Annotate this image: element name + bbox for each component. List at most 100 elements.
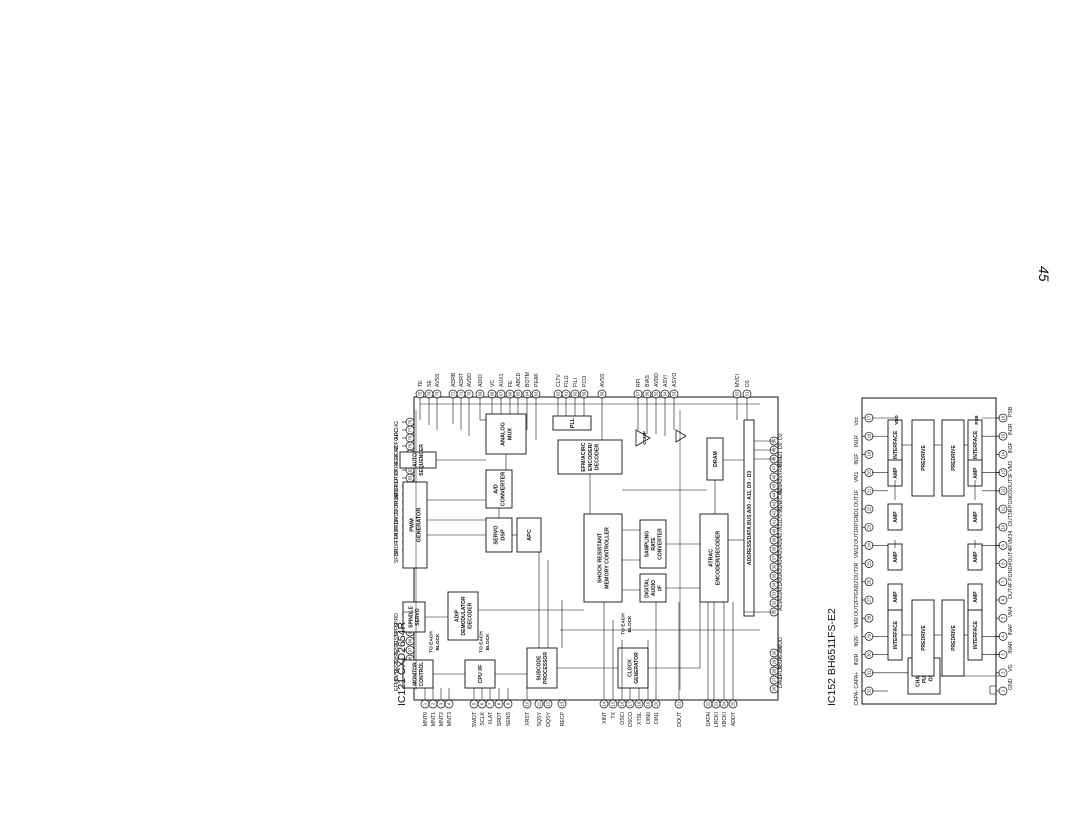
right-pin-43-circle [769, 499, 779, 509]
right-pin-28-number: 28 [772, 668, 777, 673]
top-pin-label-FILI: FILI [573, 378, 579, 387]
amp-4f-block [967, 583, 983, 611]
right-pin-41-number: 41 [772, 519, 777, 524]
ic152-right-pin-5-number: 5 [1001, 616, 1006, 619]
bottom-pin-label-XBCKI: XBCKI [722, 712, 728, 728]
ic152-left-pin-20-number: 20 [867, 470, 872, 475]
address-bus-block [743, 419, 755, 617]
ic152-right-pin-label-OUT3F: OUT3F [1008, 473, 1014, 490]
efm-decoder-label: ENCODER/ [588, 442, 594, 470]
monitor-control-label: MONITOR [413, 662, 419, 686]
servo-dsp-label: SERVO [493, 525, 499, 545]
top-pin-label-SE: SE [427, 380, 433, 387]
top-pin-71-number: 71 [459, 391, 464, 396]
left-pin-96-number: 96 [408, 638, 413, 643]
top-pin-54-number: 54 [663, 391, 668, 396]
ic152-right-pin-13-number: 13 [1001, 470, 1006, 475]
bottom-pin-16-number: 16 [620, 701, 625, 706]
left-pin-label-TEST0: TEST0 [394, 631, 400, 647]
top-pin-53-number: 53 [672, 391, 677, 396]
ic152-right-pin-label-GND: GND [1008, 678, 1014, 690]
right-pin-label-XCAS: XCAS [778, 488, 784, 503]
interface-2-label: INTERFACE [893, 620, 899, 649]
ic152-right-pin-1-number: 1 [1001, 689, 1006, 692]
right-pin-26-number: 26 [772, 686, 777, 691]
ic152-right-pin-label-OUT4R: OUT4R [1008, 545, 1014, 563]
right-pin-33-circle [769, 589, 779, 599]
interface-3-label: INTERFACE [973, 430, 979, 459]
right-pin-39-circle [769, 535, 779, 545]
top-pin-label-ADRT: ADRT [459, 372, 465, 387]
ic152-left-pin-18-number: 18 [867, 433, 872, 438]
bottom-pin-9-number: 9 [506, 702, 511, 705]
right-pin-label-DVSS: DVSS [778, 506, 784, 521]
right-pin-label-A03: A03 [778, 602, 784, 611]
predrive-1-label: PREDRIVE [921, 445, 927, 471]
right-pin-label-A04: A04 [778, 557, 784, 566]
top-pin-label-RFI: RFI [636, 379, 642, 387]
top-pin-label-BIAS: BIAS [645, 375, 651, 387]
ic152-right-pin-label-VG: VG [1008, 664, 1014, 672]
bottom-pin-label-SCLK: SCLK [480, 711, 486, 725]
top-pin-52-number: 52 [735, 391, 740, 396]
bottom-pin-label-TX: TX [611, 711, 617, 718]
analog-mux-label: ANALOG [500, 422, 506, 446]
right-pin-label-XOE: XOE [778, 501, 784, 512]
sampling-rate-label: RATE [651, 537, 657, 551]
apc-label: APC [527, 529, 533, 541]
ic152-left-pin-label-CAPA-: CAPA- [854, 690, 860, 706]
top-pin-68-number: 68 [490, 391, 495, 396]
ic152-right-pin-4-number: 4 [1001, 635, 1006, 638]
right-pin-label-A00: A00 [778, 575, 784, 584]
right-pin-37-circle [769, 553, 779, 563]
ic152-left-pin-label-OUT1R: OUT1R [854, 526, 860, 544]
ic152-left-pin-17-number: 17 [867, 415, 872, 420]
comp-triangle [635, 429, 651, 447]
top-pin-label-FE: FE [508, 380, 514, 387]
ic152-right-pin-label-OUT4F: OUT4F [1008, 582, 1014, 599]
ic152-right-pin-11-number: 11 [1001, 506, 1006, 511]
ic152-right-pin-label-VM4: VM4 [1008, 606, 1014, 617]
ic152-left-pin-32-number: 32 [867, 688, 872, 693]
right-pin-28-circle [769, 666, 779, 676]
vdd-small-label: VDD [894, 415, 899, 425]
page-number: 45 [1036, 266, 1052, 282]
shock-memory-label: MEMORY CONTROLLER [604, 527, 610, 589]
ic152-right-pin-16-number: 16 [1001, 415, 1006, 420]
monitor-control-label: CONTROL [419, 662, 425, 687]
efm-decoder-label: EFM/ACIRC [581, 442, 587, 472]
ic152-right-pin-label-VM34: VM34 [1008, 531, 1014, 545]
left-pin-label-FS4: FS4 [394, 533, 400, 543]
auto-sequencer-label: SEQUENCER [419, 444, 425, 476]
left-pin-76-number: 76 [408, 419, 413, 424]
predrive-3-label: PREDRIVE [951, 445, 957, 471]
left-pin-77-number: 77 [408, 427, 413, 432]
left-pin-label-APC: APC [394, 429, 400, 440]
top-pin-label-FILO: FILO [564, 375, 570, 387]
comp-label: COMP [642, 431, 647, 445]
subcode-block [526, 647, 558, 689]
top-pin-label-AVSS: AVSS [435, 373, 441, 387]
right-pin-label-LRCK: LRCK [778, 665, 784, 679]
right-pin-45-number: 45 [772, 483, 777, 488]
bottom-pin-23-number: 23 [714, 701, 719, 706]
left-pin-label-TEST2: TEST2 [394, 649, 400, 665]
top-pin-64-number: 64 [525, 391, 530, 396]
ic121-diagram: 75TE74SE73AVSS72ADRB71ADRT70AVDD69ADIO68… [394, 372, 784, 728]
pwm-generator-block [402, 481, 428, 569]
top-pin-label-D3: D3 [745, 380, 751, 387]
top-pin-62-number: 62 [556, 391, 561, 396]
right-pin-label-D0: D0 [778, 442, 784, 449]
ic152-right-pin-label-PSB: PSB [1008, 406, 1014, 417]
left-pin-label-TEST3: TEST3 [394, 658, 400, 674]
ic152-left-pin-label-IN2R: IN2R [854, 653, 860, 665]
bottom-pin-label-OSCI: OSCI [620, 712, 626, 725]
bottom-pin-13-number: 13 [560, 701, 565, 706]
predrive-2-block [911, 599, 935, 677]
right-pin-31-number: 31 [772, 609, 777, 614]
